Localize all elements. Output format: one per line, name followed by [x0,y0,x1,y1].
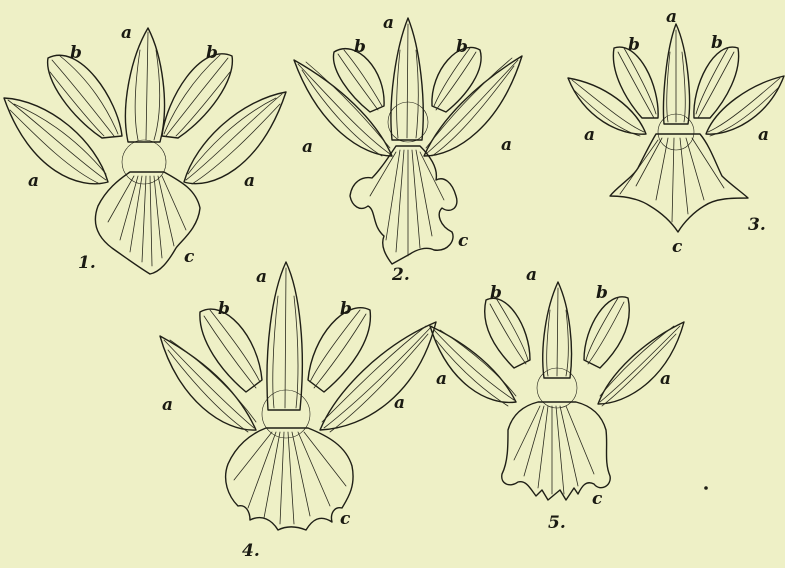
figure-1-sepal-left [4,98,108,184]
figure-1-sepal-top [125,28,164,142]
figure-1-label-sepal-right: a [244,171,255,191]
figure-5-label-petal-right: b [596,283,608,303]
figure-4-label-sepal-left: a [162,395,173,415]
figure-5-label-sepal-top: a [526,265,537,285]
figure-5-sepal-left [430,326,516,406]
figure-2: a b b a a c 2. [294,13,522,285]
figure-4-sepal-right [320,322,436,432]
figure-2-petal-right [432,47,481,112]
figure-4-lip [226,428,353,530]
figure-4-label-lip: c [340,509,351,529]
figure-5-sepal-top [543,282,572,378]
figure-5-lip [502,402,610,500]
figure-3-petal-left [613,47,658,118]
figure-1-label-petal-left: b [70,43,82,63]
figure-3-petal-right [694,47,739,118]
figure-1-sepal-right [184,92,286,184]
figure-3-label-lip: c [672,237,683,257]
figure-4-label-petal-left: b [218,299,230,319]
figure-4-petal-right [308,308,370,392]
figure-5-label-petal-left: b [490,283,502,303]
figure-5-sepal-right [598,322,684,406]
figure-3-label-petal-right: b [711,33,723,53]
figure-3-label-sepal-right: a [758,125,769,145]
figure-2-label-lip: c [458,231,469,251]
figure-2-number: 2. [391,265,410,285]
figure-1-label-lip: c [184,247,195,267]
figure-2-label-petal-right: b [456,37,468,57]
figure-1-label-sepal-left: a [28,171,39,191]
figure-1-petal-left [48,55,122,138]
figure-3: a b b a a c 3. [568,7,784,257]
figure-4-label-sepal-right: a [394,393,405,413]
figure-1-number: 1. [78,253,96,273]
figure-5-petal-right [584,297,629,368]
figure-5-label-sepal-left: a [436,369,447,389]
figure-5-number: 5. [548,513,566,533]
figure-3-label-petal-left: b [628,35,640,55]
figure-2-label-sepal-right: a [501,135,512,155]
figure-4-number: 4. [242,541,260,561]
figure-3-sepal-right [706,76,784,136]
figure-4-petal-left [200,309,262,392]
figure-5-label-sepal-right: a [660,369,671,389]
figure-4-sepal-top [267,262,302,410]
figure-4: a b b a a c 4. [160,262,436,561]
figure-3-label-sepal-top: a [666,7,677,27]
figure-3-label-sepal-left: a [584,125,595,145]
figure-5-petal-left [485,298,530,368]
figure-4-label-petal-right: b [340,299,352,319]
ink-dot [704,486,708,490]
figure-2-label-sepal-left: a [302,137,313,157]
figure-3-number: 3. [748,215,766,235]
figure-1: a b b a a c 1. [4,23,286,274]
figure-2-label-sepal-top: a [383,13,394,33]
figure-1-label-sepal-top: a [121,23,132,43]
figure-3-sepal-left [568,78,646,136]
figure-2-sepal-top [391,18,423,140]
figure-4-sepal-left [160,336,256,432]
figure-1-label-petal-right: b [206,43,218,63]
figure-3-sepal-top [664,24,690,124]
figure-4-label-sepal-top: a [256,267,267,287]
figure-5: a b b a a c 5. [430,265,684,533]
figure-2-label-petal-left: b [354,37,366,57]
figure-2-petal-left [333,49,384,112]
figure-2-lip [350,146,457,264]
figure-3-lip [610,134,748,232]
figure-5-label-lip: c [592,489,603,509]
